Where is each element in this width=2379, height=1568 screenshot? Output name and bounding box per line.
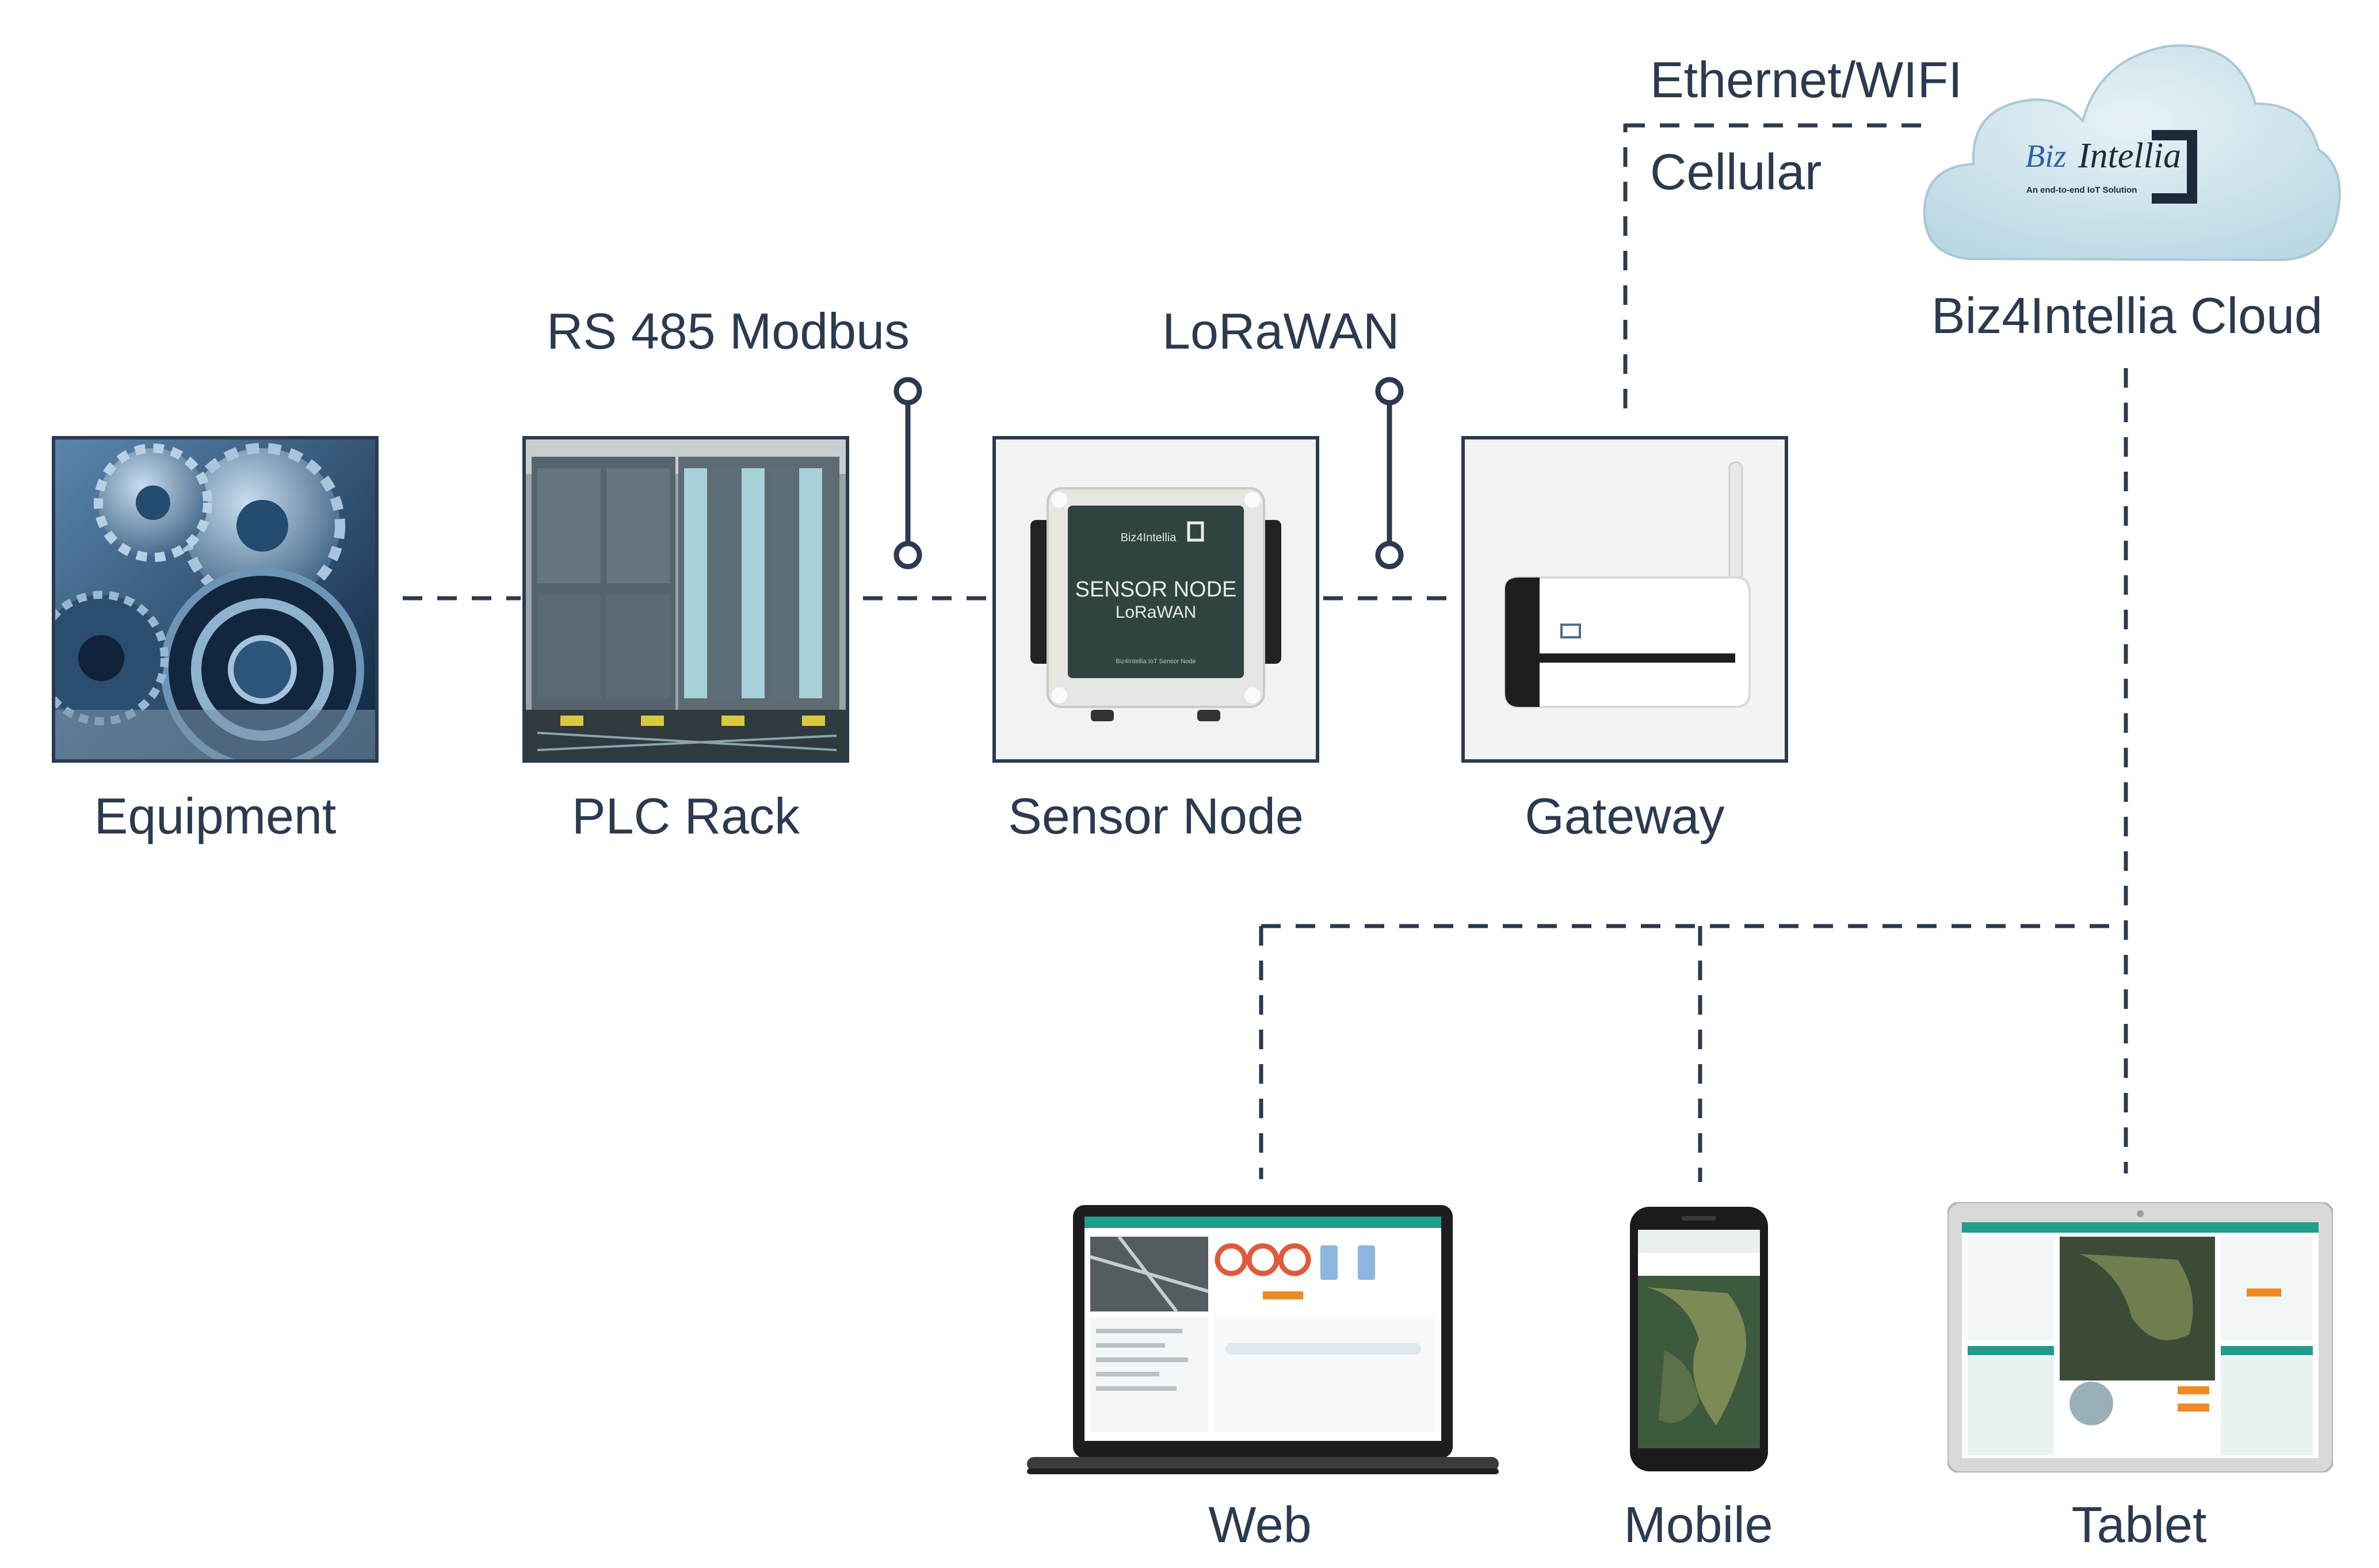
sensor-device-brand: Biz4Intellia — [1120, 531, 1177, 544]
cloud-logo-biz: Biz — [2025, 139, 2067, 174]
rs485-label: RS 485 Modbus — [547, 303, 910, 360]
lorawan-connector-top — [1375, 377, 1404, 406]
plc-rack-caption: PLC Rack — [571, 787, 800, 844]
phone-icon — [1630, 1207, 1768, 1471]
sensor-node-device-icon — [996, 439, 1316, 759]
cloud-logo-intellia: Intellia — [2078, 136, 2182, 175]
gateway-device-icon — [1465, 439, 1785, 759]
cloud-icon — [1923, 44, 2341, 262]
sensor-node-image: Biz4Intellia SENSOR NODE LoRaWAN Biz4Int… — [992, 436, 1319, 763]
rs485-connector-bottom — [893, 541, 922, 569]
gateway-caption: Gateway — [1525, 787, 1725, 844]
laptop-icon — [1027, 1205, 1499, 1474]
sensor-device-footer: Biz4Intellia IoT Sensor Node — [1116, 658, 1196, 665]
equipment-image — [52, 436, 379, 763]
cloud-caption: Biz4Intellia Cloud — [1931, 287, 2323, 344]
equipment-caption: Equipment — [94, 787, 337, 844]
tablet-caption: Tablet — [2071, 1496, 2207, 1553]
logo-bracket-icon — [2152, 130, 2197, 204]
sensor-device-line2: LoRaWAN — [1115, 603, 1197, 622]
sensor-device-line1: SENSOR NODE — [1075, 578, 1237, 602]
plc-rack-image — [522, 436, 849, 763]
lorawan-connector-bottom — [1375, 541, 1404, 569]
cellular-label: Cellular — [1650, 143, 1822, 200]
rs485-connector-top — [893, 377, 922, 406]
tablet-icon — [1948, 1202, 2333, 1473]
lorawan-label: LoRaWAN — [1162, 303, 1400, 360]
gears-icon — [55, 439, 375, 759]
ethernet-wifi-label: Ethernet/WIFI — [1650, 51, 1962, 108]
sensor-node-caption: Sensor Node — [1008, 787, 1304, 844]
cloud-logo: Biz Intellia An end-to-end IoT Solution — [2014, 127, 2221, 204]
gateway-image — [1461, 436, 1788, 763]
plc-rack-icon — [526, 439, 846, 759]
mobile-caption: Mobile — [1624, 1496, 1773, 1553]
cloud-logo-tagline: An end-to-end IoT Solution — [2026, 185, 2137, 195]
web-caption: Web — [1208, 1496, 1312, 1553]
